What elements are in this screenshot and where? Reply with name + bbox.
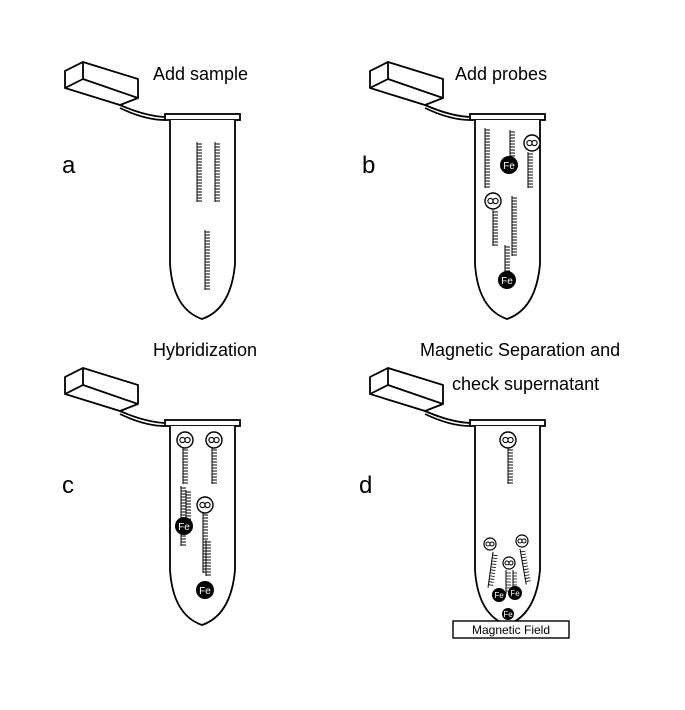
probe-loop-c3-icon — [196, 496, 214, 514]
bead-label: Fe — [503, 161, 515, 172]
panel-b-caption: Add probes — [455, 64, 547, 84]
panel-a-letter: a — [62, 152, 76, 179]
magnetic-field-label: Magnetic Field — [472, 623, 550, 637]
panel-d-letter: d — [359, 472, 372, 499]
panel-b-letter: b — [362, 152, 375, 179]
bead-label: Fe — [178, 522, 190, 533]
tube-d-icon — [369, 367, 546, 626]
tube-a-icon — [64, 61, 241, 320]
magnetic-bead-c2-icon: Fe — [196, 581, 214, 599]
panel-c-letter: c — [62, 472, 74, 499]
bead-label: Fe — [494, 591, 504, 600]
probe-loop-c1-icon — [176, 431, 194, 449]
bead-label: Fe — [503, 610, 513, 619]
bead-label: Fe — [510, 589, 520, 598]
tube-b-icon — [369, 61, 546, 320]
magnetic-bead-b2-icon: Fe — [498, 271, 516, 289]
panel-c: Fe Fe c Hybridization — [62, 340, 257, 626]
bead-label: Fe — [199, 586, 211, 597]
magnetic-field-bar: Magnetic Field — [452, 620, 570, 639]
magnetic-bead-d3-icon: Fe — [502, 608, 514, 620]
panel-b: Fe Fe b Add probes — [362, 61, 547, 320]
panel-d-caption-line1: Magnetic Separation and — [420, 340, 620, 360]
probe-loop-b1-icon — [523, 134, 541, 152]
bound-complexes-d — [483, 534, 531, 594]
probe-loop-c2-icon — [205, 431, 223, 449]
magnetic-bead-b1-icon: Fe — [500, 156, 518, 174]
panel-a: a Add sample — [62, 61, 248, 320]
probe-loop-b2-icon — [484, 192, 502, 210]
magnetic-bead-d2-icon: Fe — [508, 586, 522, 600]
tube-c-icon — [64, 367, 241, 626]
bead-label: Fe — [501, 276, 513, 287]
panel-a-caption: Add sample — [153, 64, 248, 84]
magnetic-bead-c1-icon: Fe — [175, 517, 193, 535]
panel-c-caption: Hybridization — [153, 340, 257, 360]
magnetic-bead-d1-icon: Fe — [492, 588, 506, 602]
panel-d: Fe Fe Fe Magnetic Field d Magnetic Separ… — [359, 340, 620, 639]
panel-d-caption-line2: check supernatant — [452, 374, 599, 394]
probe-loop-d1-icon — [499, 431, 517, 449]
